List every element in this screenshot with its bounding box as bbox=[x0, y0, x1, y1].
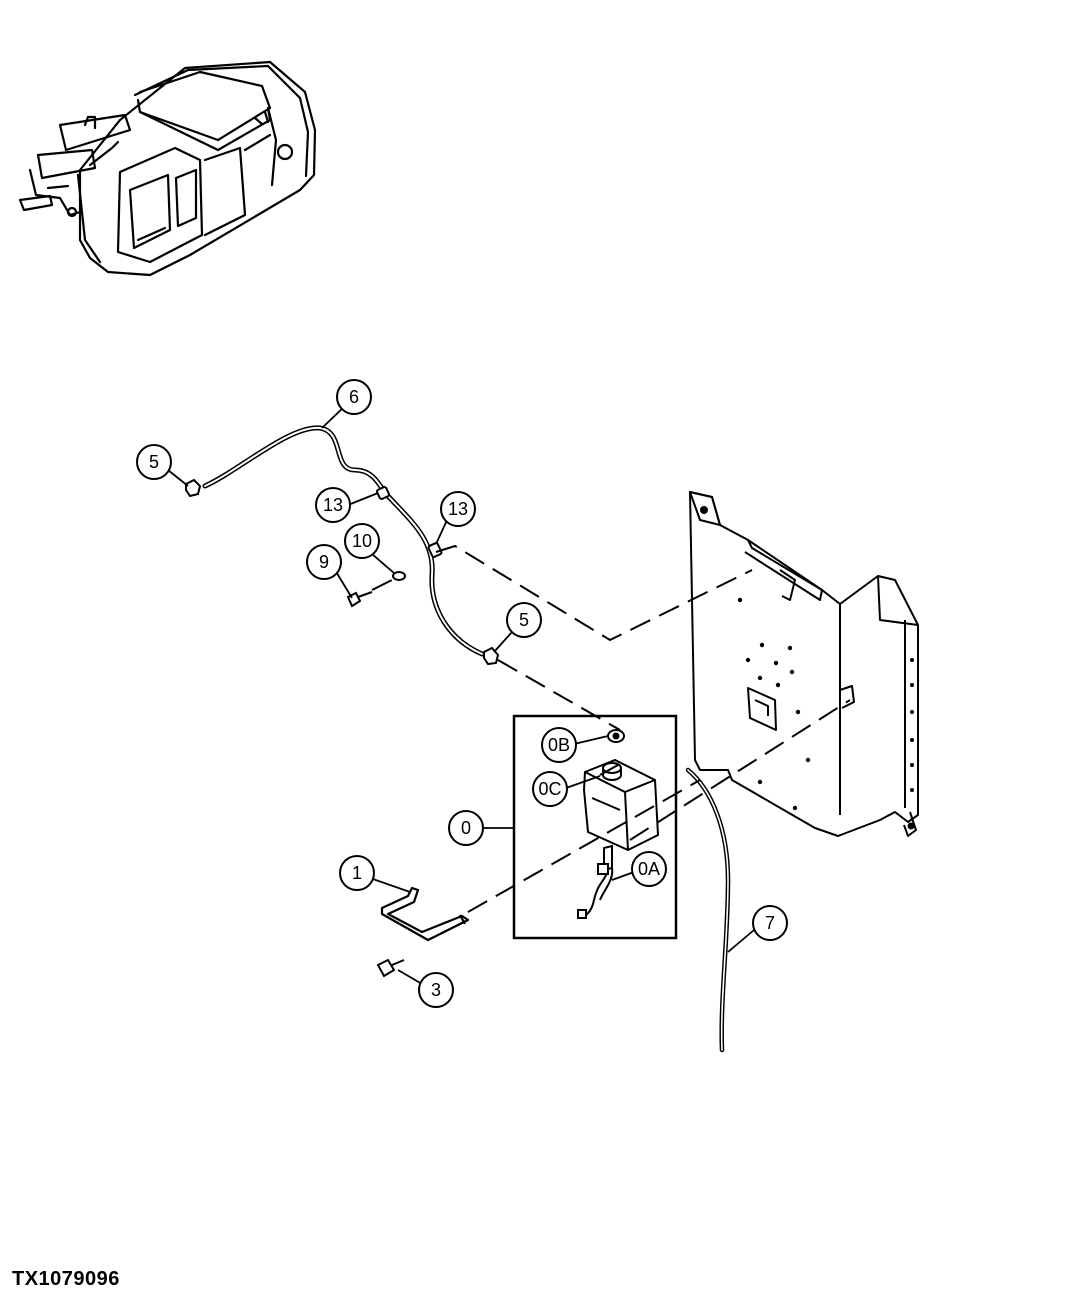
callout-10: 10 bbox=[344, 523, 380, 559]
alignment-lines bbox=[371, 544, 851, 913]
hose-6 bbox=[202, 425, 391, 499]
svg-text:13: 13 bbox=[323, 495, 343, 515]
excavator-overview-illustration bbox=[18, 60, 317, 277]
callout-0A: 0A bbox=[631, 851, 667, 887]
callout-13-left: 13 bbox=[315, 487, 351, 523]
cap-icon bbox=[607, 729, 625, 743]
hose-7-inner bbox=[687, 769, 729, 1051]
hose-6-lower-inner bbox=[387, 495, 483, 655]
callout-0: 0 bbox=[448, 810, 484, 846]
callout-5-top: 5 bbox=[136, 444, 172, 480]
callout-1: 1 bbox=[339, 855, 375, 891]
pump-harness-icon bbox=[577, 844, 614, 919]
washer-tank-icon bbox=[582, 758, 660, 852]
svg-text:0A: 0A bbox=[638, 859, 660, 879]
svg-text:7: 7 bbox=[765, 913, 775, 933]
svg-text:13: 13 bbox=[448, 499, 468, 519]
reservoir-detail-box bbox=[512, 714, 678, 940]
svg-text:0C: 0C bbox=[538, 779, 561, 799]
svg-text:3: 3 bbox=[431, 980, 441, 1000]
callout-0C: 0C bbox=[532, 771, 568, 807]
svg-text:6: 6 bbox=[349, 387, 359, 407]
svg-text:0B: 0B bbox=[548, 735, 570, 755]
callout-6: 6 bbox=[336, 379, 372, 415]
svg-text:0: 0 bbox=[461, 818, 471, 838]
hose-6-inner bbox=[204, 426, 389, 497]
callouts: 6 5 13 13 10 9 5 0B bbox=[136, 379, 788, 1008]
callout-7: 7 bbox=[752, 905, 788, 941]
callout-13-right: 13 bbox=[440, 491, 476, 527]
callout-5-mid: 5 bbox=[506, 602, 542, 638]
svg-text:5: 5 bbox=[149, 452, 159, 472]
mounting-panel bbox=[689, 491, 919, 837]
svg-text:9: 9 bbox=[319, 552, 329, 572]
callout-9: 9 bbox=[306, 544, 342, 580]
bracket-1 bbox=[380, 886, 470, 942]
leader-lines bbox=[167, 404, 755, 985]
callout-3: 3 bbox=[418, 972, 454, 1008]
figure-id-label: TX1079096 bbox=[12, 1268, 120, 1290]
callout-0B: 0B bbox=[541, 727, 577, 763]
svg-text:5: 5 bbox=[519, 610, 529, 630]
svg-text:10: 10 bbox=[352, 531, 372, 551]
svg-text:1: 1 bbox=[352, 863, 362, 883]
fasteners bbox=[185, 478, 500, 978]
